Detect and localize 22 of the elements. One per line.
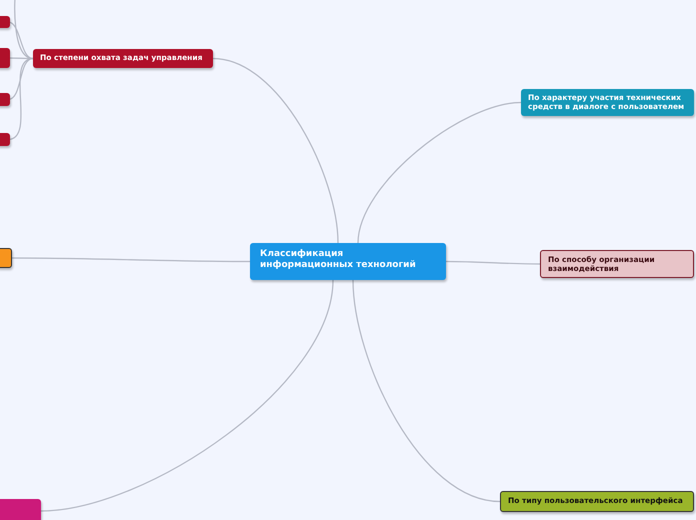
empty-topic-box bbox=[0, 48, 10, 68]
topic-box bbox=[540, 250, 694, 278]
empty-topic-box bbox=[0, 16, 10, 28]
connector-line bbox=[446, 260, 540, 265]
connector-line bbox=[8, 58, 34, 100]
connector-line bbox=[40, 280, 334, 512]
topic-box bbox=[250, 243, 446, 280]
topic-box bbox=[500, 491, 694, 512]
connector-line bbox=[11, 257, 250, 262]
empty-topic-box bbox=[0, 93, 10, 106]
empty-topic-box bbox=[0, 248, 12, 268]
empty-topic-box bbox=[0, 133, 10, 146]
connector-line bbox=[8, 58, 34, 140]
connector-line bbox=[8, 21, 34, 60]
connector-line bbox=[357, 102, 522, 244]
topic-box bbox=[521, 89, 694, 116]
connector-line bbox=[352, 280, 500, 502]
topic-box bbox=[33, 49, 213, 68]
connector-line bbox=[212, 58, 339, 244]
topic-text: Классификация информационных технологий bbox=[260, 249, 417, 272]
empty-topic-box bbox=[0, 499, 41, 520]
connector-line bbox=[14, 0, 34, 60]
